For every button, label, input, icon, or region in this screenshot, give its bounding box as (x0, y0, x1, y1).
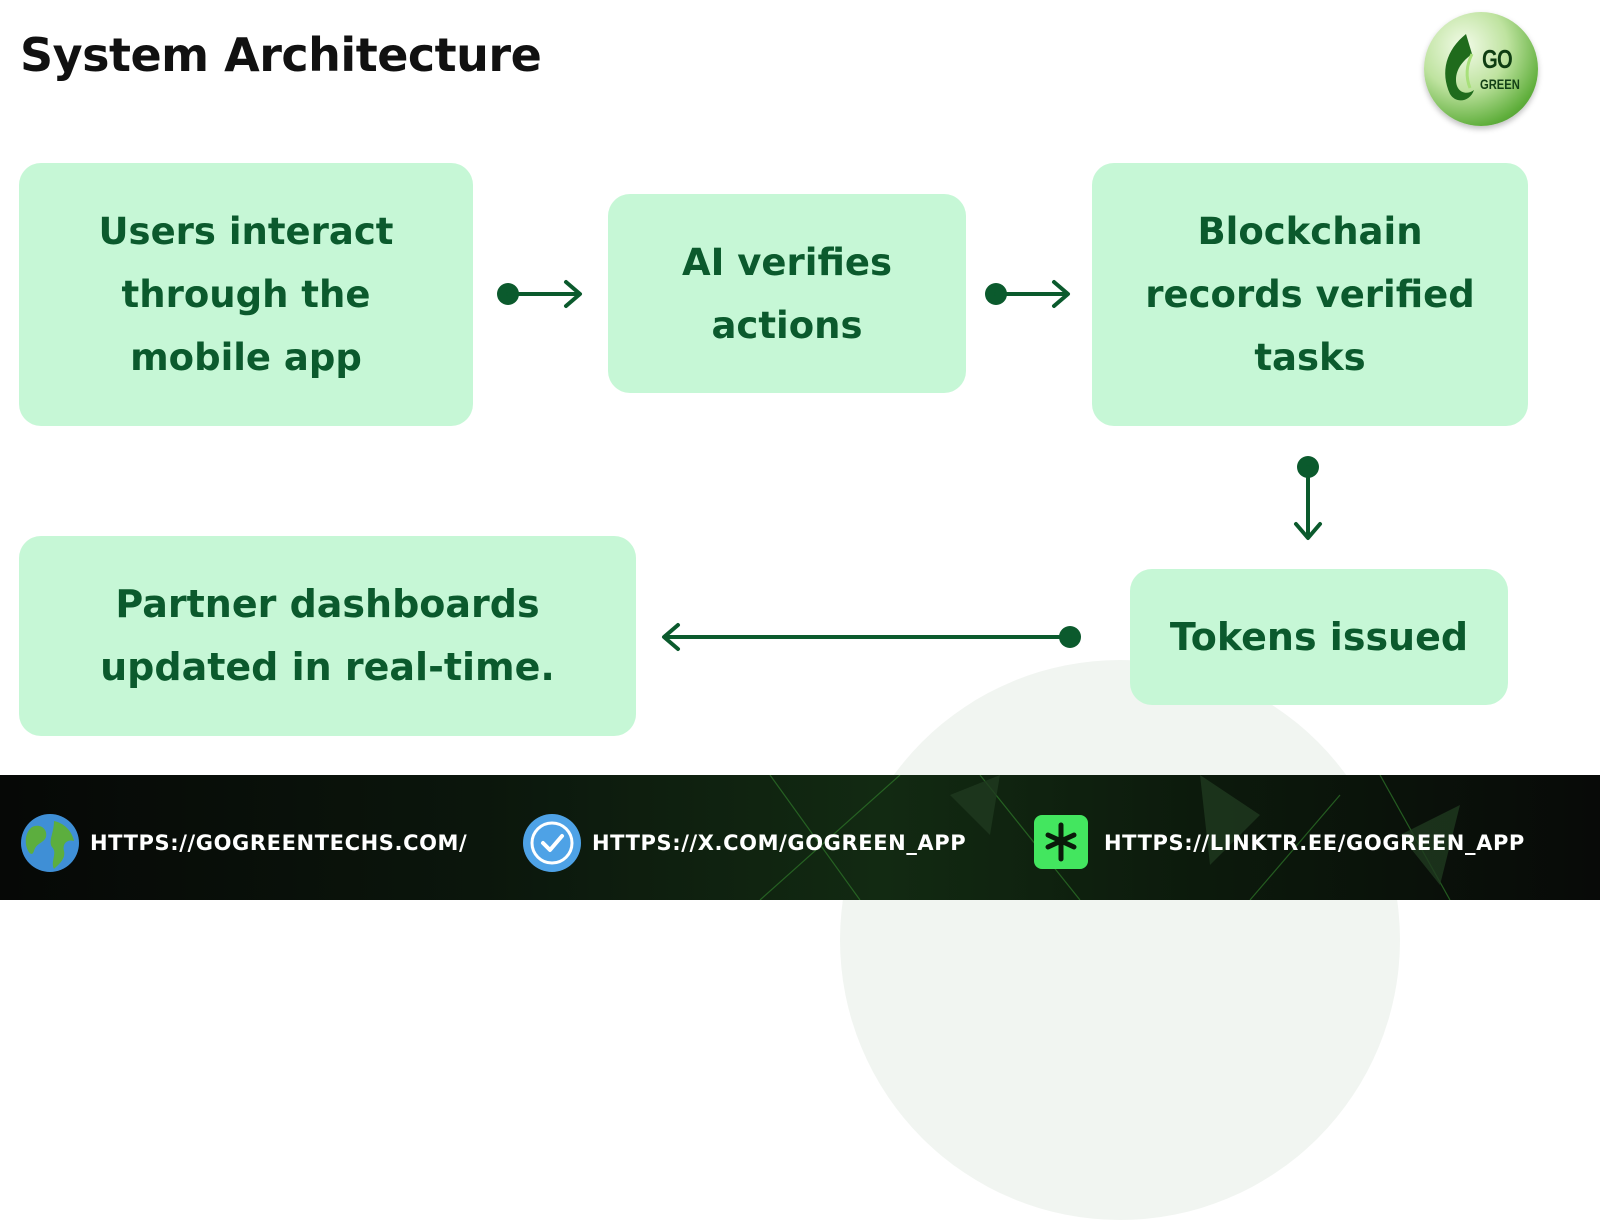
website-url: HTTPS://GOGREENTECHS.COM/ (90, 831, 468, 855)
footer-decoration (759, 775, 1460, 900)
arrow-tokens-to-dashboards (662, 623, 1081, 651)
node-ai-verifies: AI verifies actions (608, 194, 966, 393)
node-line: mobile app (130, 336, 362, 379)
arrow-ai-to-blockchain (985, 280, 1070, 308)
node-line: tasks (1254, 336, 1366, 379)
gogreen-logo: GO GREEN (1424, 12, 1538, 126)
x-profile-url: HTTPS://X.COM/GOGREEN_APP (592, 831, 967, 855)
leaf-icon (1445, 34, 1474, 101)
node-line: Users interact (98, 210, 394, 253)
node-line: updated in real-time. (100, 645, 555, 689)
node-line: through the (121, 273, 371, 316)
node-blockchain-records: Blockchain records verified tasks (1092, 163, 1528, 426)
node-users-interact: Users interact through the mobile app (19, 163, 473, 426)
linktree-icon (1034, 813, 1094, 873)
node-line: AI verifies (682, 240, 892, 284)
verified-badge-icon (522, 813, 582, 873)
node-line: actions (711, 303, 863, 347)
flow-arrows (497, 280, 1322, 651)
node-line: Tokens issued (1169, 614, 1469, 659)
globe-icon (20, 813, 80, 873)
logo-word: GO (1482, 44, 1513, 74)
node-partner-dashboards: Partner dashboards updated in real-time. (19, 536, 636, 736)
node-tokens-issued: Tokens issued (1130, 569, 1508, 705)
arrow-users-to-ai (497, 280, 582, 308)
website-link[interactable]: HTTPS://GOGREENTECHS.COM/ (20, 813, 467, 873)
page-title: System Architecture (20, 28, 542, 82)
node-line: Partner dashboards (115, 582, 540, 626)
footer-bar: HTTPS://GOGREENTECHS.COM/ HTTPS://X.COM/… (0, 775, 1600, 900)
node-line: Blockchain (1197, 210, 1423, 253)
linktree-url: HTTPS://LINKTR.EE/GOGREEN_APP (1104, 831, 1525, 855)
logo-sub: GREEN (1480, 76, 1520, 92)
linktree-link[interactable]: HTTPS://LINKTR.EE/GOGREEN_APP (1034, 813, 1525, 873)
node-line: records verified (1145, 273, 1475, 316)
arrow-blockchain-to-tokens (1294, 456, 1322, 540)
x-profile-link[interactable]: HTTPS://X.COM/GOGREEN_APP (522, 813, 966, 873)
